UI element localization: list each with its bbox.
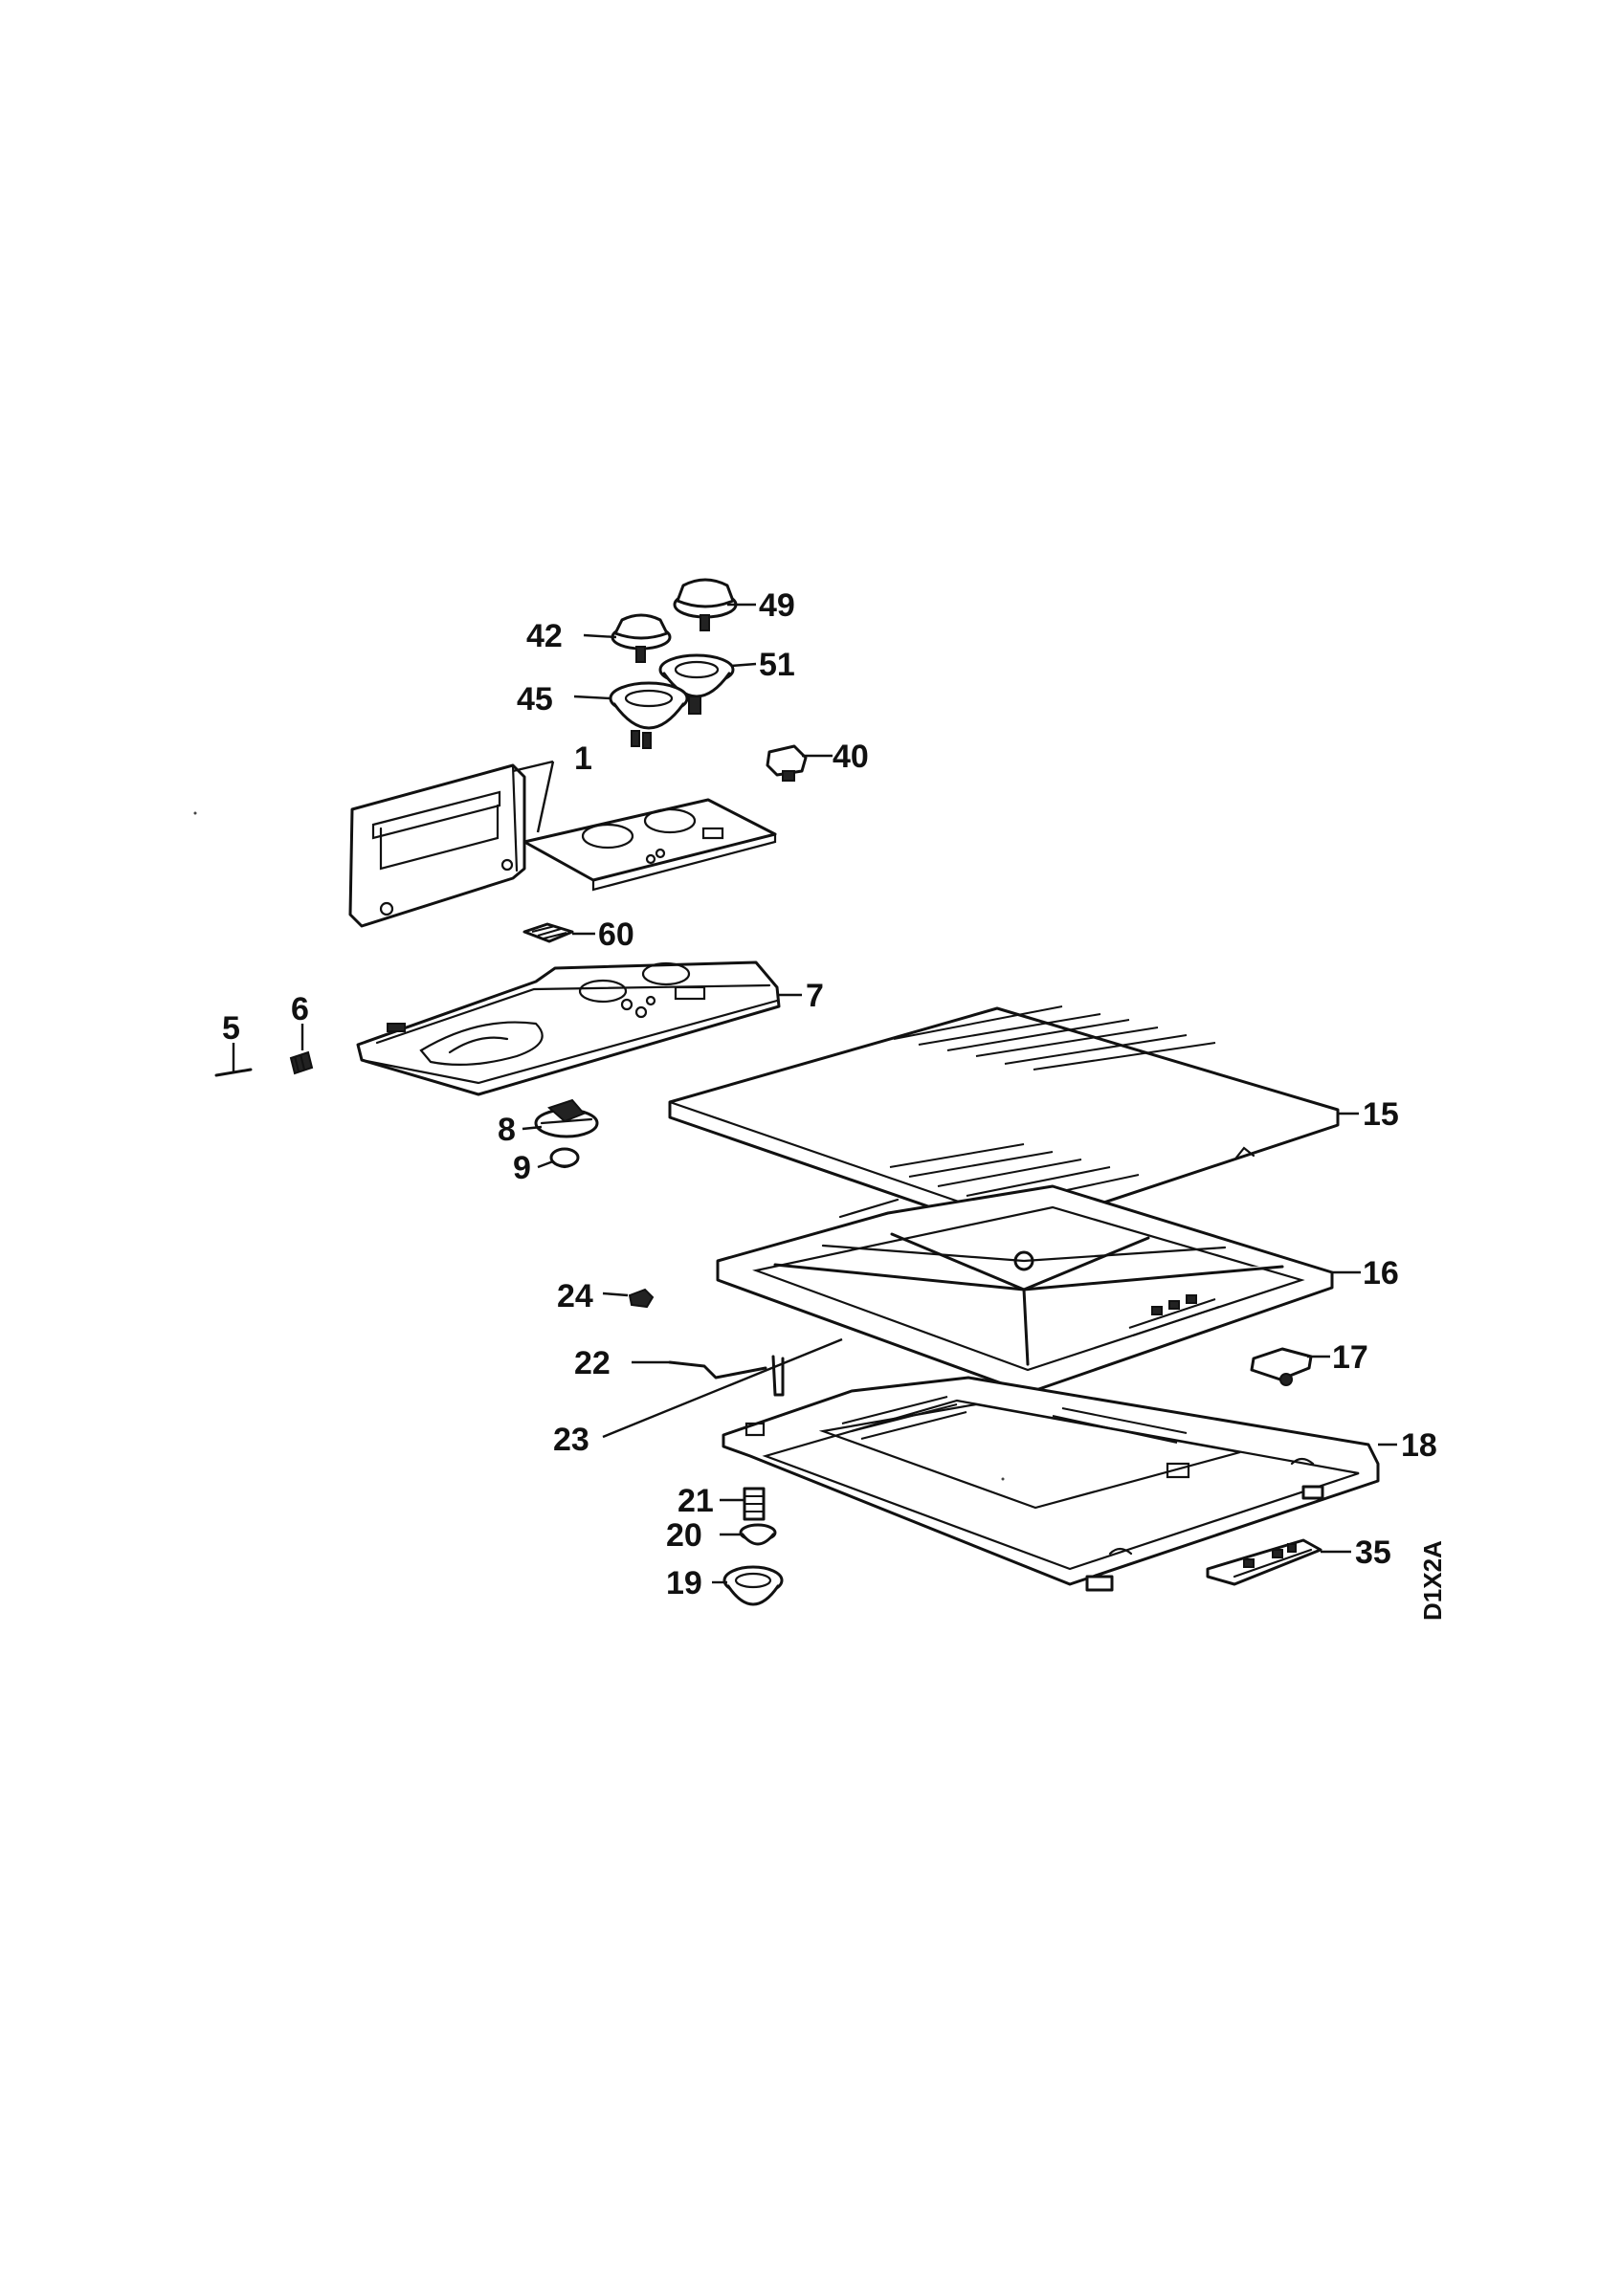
print-speck [193, 811, 197, 815]
callout-49: 49 [759, 587, 795, 624]
cap-part-9 [549, 1147, 580, 1169]
callout-40: 40 [833, 739, 869, 775]
callout-17: 17 [1332, 1339, 1368, 1376]
callout-labels: 49 42 51 45 40 1 60 7 5 6 8 9 15 16 17 1… [222, 587, 1447, 1621]
callout-5: 5 [222, 1010, 240, 1047]
callout-15: 15 [1363, 1096, 1399, 1133]
control-housing-part-7 [356, 960, 781, 1096]
screw-part-6 [289, 1050, 314, 1075]
callout-35: 35 [1355, 1534, 1391, 1571]
control-panel-part-1 [348, 763, 777, 928]
button-part-40 [766, 744, 808, 782]
knob-part-42 [611, 613, 672, 663]
callout-60: 60 [598, 916, 634, 953]
leader-lines [232, 603, 1397, 1584]
callout-45: 45 [517, 681, 553, 718]
callout-6: 6 [291, 991, 309, 1027]
callout-9: 9 [513, 1150, 531, 1186]
callout-20: 20 [666, 1517, 702, 1554]
knob-skirt-part-45 [609, 681, 689, 749]
callout-23: 23 [553, 1422, 589, 1458]
callout-19: 19 [666, 1565, 702, 1601]
foot-part-19 [722, 1565, 784, 1606]
latch-part-35 [1206, 1538, 1322, 1586]
grommet-part-20 [739, 1523, 777, 1546]
pin-part-5 [214, 1068, 253, 1077]
callout-22: 22 [574, 1345, 611, 1381]
hinge-part-17 [1250, 1347, 1313, 1386]
bolt-part-24 [628, 1288, 655, 1309]
callout-18: 18 [1401, 1427, 1437, 1464]
gasket-part-60 [522, 922, 574, 943]
switch-part-8 [534, 1098, 599, 1138]
base-plate-part-18 [722, 1376, 1380, 1592]
frame-part-16 [716, 1184, 1334, 1395]
drawing-code: D1X2A [1418, 1540, 1447, 1621]
callout-7: 7 [806, 978, 824, 1014]
callout-1: 1 [574, 740, 592, 777]
callout-8: 8 [498, 1112, 516, 1148]
knob-part-49 [673, 578, 738, 631]
callout-21: 21 [678, 1483, 714, 1519]
callout-51: 51 [759, 647, 795, 683]
print-speck [1001, 1477, 1005, 1481]
callout-16: 16 [1363, 1255, 1399, 1292]
rod-part-22 [668, 1355, 785, 1397]
callout-24: 24 [557, 1278, 593, 1314]
spring-part-21 [743, 1487, 766, 1521]
callout-42: 42 [526, 618, 563, 654]
